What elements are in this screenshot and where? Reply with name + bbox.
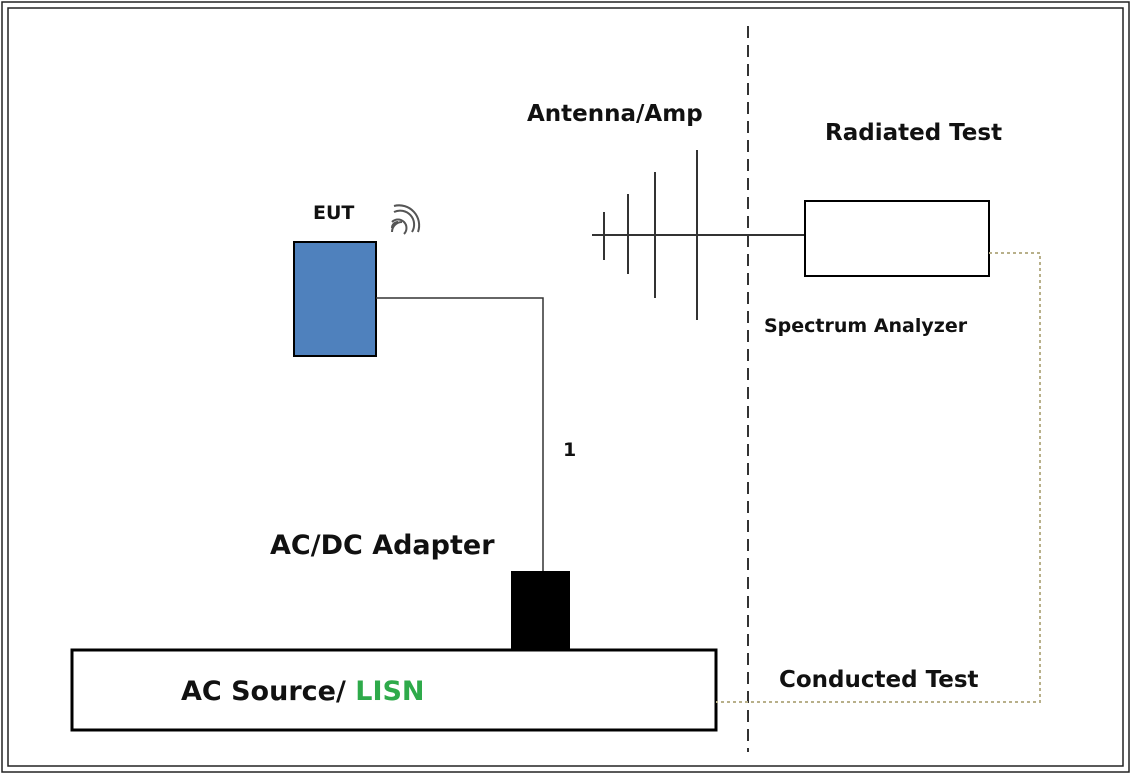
adapter-label: AC/DC Adapter (270, 530, 495, 561)
eut-device (293, 241, 377, 357)
lisn-text: LISN (355, 676, 425, 707)
spectrum-analyzer-label: Spectrum Analyzer (764, 315, 968, 337)
ac-source-prefix: AC Source/ (181, 676, 356, 707)
inner-frame (7, 7, 1124, 767)
cable-1 (376, 297, 544, 572)
cable-number-label: 1 (563, 439, 577, 461)
wireless-signal-icon (391, 204, 421, 235)
antenna-symbol (592, 150, 806, 320)
adapter-block (511, 571, 570, 649)
eut-label: EUT (313, 202, 355, 224)
ac-source-box (70, 648, 718, 732)
antenna-label: Antenna/Amp (527, 101, 703, 127)
conducted-test-label: Conducted Test (779, 667, 979, 693)
spectrum-analyzer-box (804, 200, 990, 277)
conducted-path-dotted (716, 252, 1041, 703)
ac-source-label: AC Source/ LISN (181, 678, 425, 705)
radiated-test-label: Radiated Test (825, 120, 1003, 146)
